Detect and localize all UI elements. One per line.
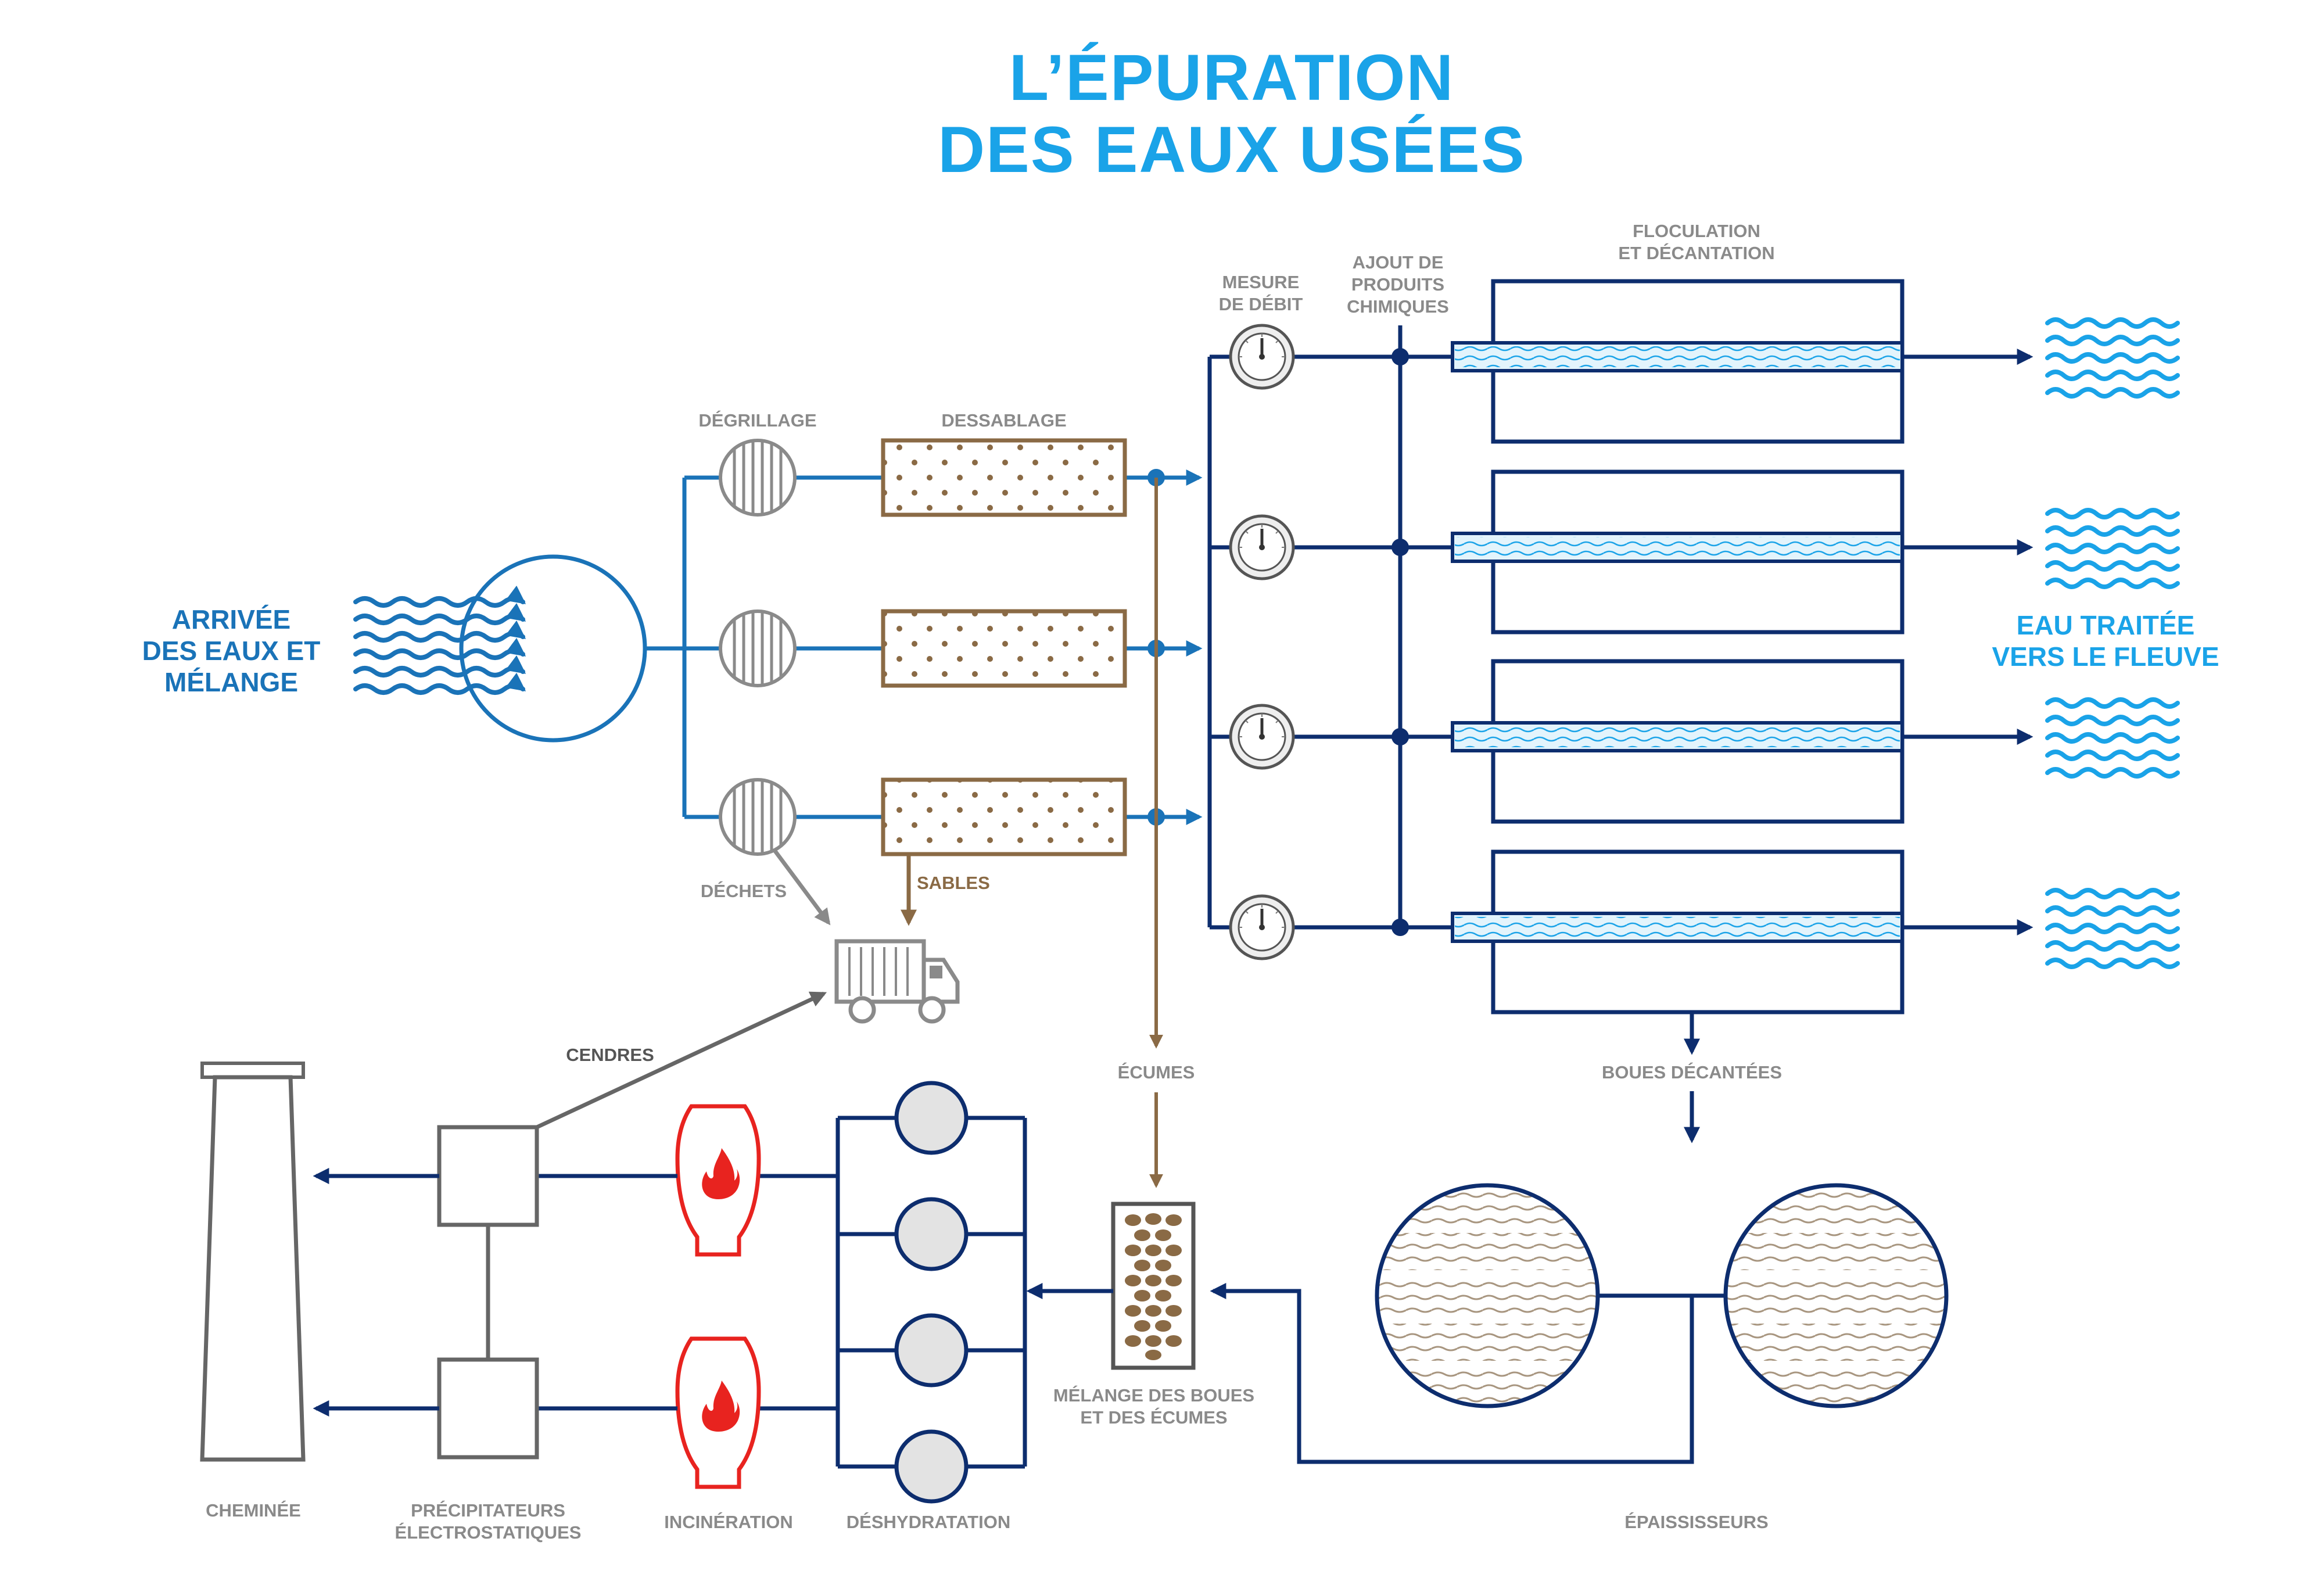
chimney-label: CHEMINÉE	[206, 1500, 301, 1521]
settling-tank	[1451, 849, 1905, 1014]
dewatering-label: DÉSHYDRATATION	[847, 1512, 1010, 1532]
flow-measure-label-1: MESURE	[1222, 272, 1300, 292]
settling-tank	[1451, 659, 1905, 824]
settling-tank	[1451, 469, 1905, 634]
flow-meter-icon	[1231, 705, 1293, 768]
thickeners: ÉPAISSISSEURS	[1210, 1183, 1949, 1532]
grit-chambers	[881, 438, 1127, 856]
thickeners-label: ÉPAISSISSEURS	[1624, 1512, 1769, 1532]
centrifuge	[894, 1429, 969, 1504]
centrifuge	[894, 1081, 969, 1155]
inlet-label-1: ARRIVÉE	[172, 604, 290, 634]
treated-water-label-1: EAU TRAITÉE	[2017, 610, 2195, 640]
sand-label: SABLES	[917, 873, 990, 893]
incinerators: INCINÉRATION	[537, 1106, 838, 1532]
dewatering-units: DÉSHYDRATATION	[835, 1081, 1027, 1532]
scum-line: ÉCUMES	[1118, 478, 1195, 1188]
river-wave-icon	[2047, 700, 2178, 776]
treated-water-label-2: VERS LE FLEUVE	[1992, 641, 2219, 672]
centrifuge	[894, 1197, 969, 1271]
thickener-tank	[1375, 1183, 1600, 1408]
grit-removal-label: DESSABLAGE	[941, 410, 1066, 431]
chemicals-label-3: CHIMIQUES	[1347, 296, 1449, 317]
precipitator	[437, 1125, 539, 1227]
mixing-label-1: MÉLANGE DES BOUES	[1053, 1385, 1254, 1406]
inlet-label-3: MÉLANGE	[164, 667, 298, 697]
thickener-tank	[1723, 1183, 1949, 1408]
bar-screen-icon	[720, 780, 795, 854]
flow-meter-icon	[1231, 896, 1293, 959]
river-wave-icon	[2047, 890, 2178, 967]
river-wave-icon	[2047, 320, 2178, 396]
flow-meter-icon	[1231, 516, 1293, 579]
inlet-label-2: DES EAUX ET	[142, 636, 321, 666]
flow-meter-icon	[1231, 325, 1293, 388]
inlet-mixing: ARRIVÉE DES EAUX ET MÉLANGE	[142, 554, 647, 743]
bar-screen-icon	[720, 440, 795, 515]
flow-measure-label-2: DE DÉBIT	[1219, 294, 1303, 314]
screening-units	[720, 440, 795, 854]
waste-and-sand: DÉCHETS SABLES	[701, 848, 990, 926]
scum-label: ÉCUMES	[1118, 1062, 1195, 1082]
flocculation-label-1: FLOCULATION	[1633, 221, 1760, 241]
title: L’ÉPURATION DES EAUX USÉES	[938, 41, 1525, 186]
incineration-label: INCINÉRATION	[664, 1512, 793, 1532]
flocculation-tanks	[1451, 279, 1905, 1014]
river-wave-icon	[2047, 510, 2178, 587]
precipitators: CENDRES PRÉCIPITATEURS ÉLECTROSTATIQUES	[313, 991, 827, 1543]
precipitators-label-1: PRÉCIPITATEURS	[411, 1500, 565, 1521]
mixing-tank	[459, 554, 647, 743]
title-line-2: DES EAUX USÉES	[938, 113, 1525, 186]
sludge-particles	[1125, 1213, 1182, 1360]
settled-sludge-label: BOUES DÉCANTÉES	[1602, 1062, 1782, 1082]
grit-chamber	[881, 438, 1127, 517]
chemicals-label-1: AJOUT DE	[1353, 252, 1444, 273]
bar-screen-icon	[720, 611, 795, 686]
grit-chamber	[881, 777, 1127, 856]
settling-tank	[1451, 279, 1905, 444]
title-line-1: L’ÉPURATION	[1009, 41, 1455, 114]
incinerator-flame-icon	[677, 1106, 759, 1254]
precipitator	[437, 1357, 539, 1460]
ash-label: CENDRES	[566, 1045, 654, 1065]
inlet-water-waves-icon	[353, 585, 526, 695]
screening-label: DÉGRILLAGE	[698, 410, 816, 431]
waste-label: DÉCHETS	[701, 881, 787, 901]
centrifuge	[894, 1313, 969, 1387]
flow-distribution: MESURE DE DÉBIT AJOUT DE PRODUITS CHIMIQ…	[1207, 252, 1452, 959]
chimney: CHEMINÉE	[200, 1062, 306, 1521]
grit-chamber	[881, 609, 1127, 688]
incinerator-flame-icon	[677, 1339, 759, 1487]
settled-sludge-line: BOUES DÉCANTÉES	[1602, 1012, 1782, 1143]
truck-icon	[834, 939, 960, 1024]
flocculation-label-2: ET DÉCANTATION	[1618, 243, 1774, 263]
chemicals-label-2: PRODUITS	[1351, 274, 1444, 295]
precipitators-label-2: ÉLECTROSTATIQUES	[395, 1522, 582, 1543]
sludge-scum-mixer: MÉLANGE DES BOUES ET DES ÉCUMES	[1026, 1202, 1254, 1428]
mixing-label-2: ET DES ÉCUMES	[1080, 1407, 1227, 1428]
treated-water-outflow	[1902, 349, 2033, 935]
